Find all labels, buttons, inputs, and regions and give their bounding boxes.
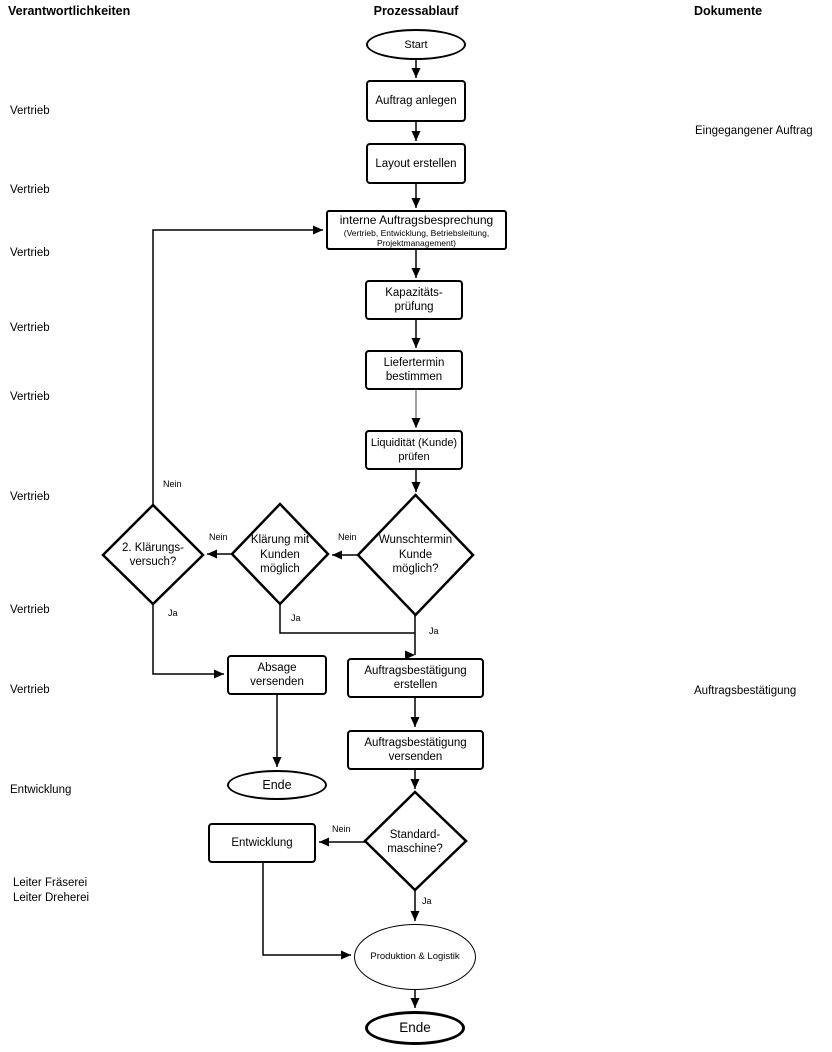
header-responsibilities: Verantwortlichkeiten: [8, 4, 131, 18]
decision-wunschtermin-label: Wunschtermin Kunde möglich?: [378, 534, 453, 576]
node-auftragsbestaetigung-erstellen: Auftragsbestätigung erstellen: [347, 658, 484, 698]
lane-label-leiter-dreherei: Leiter Dreherei: [13, 892, 90, 904]
header-process: Prozessablauf: [373, 4, 459, 18]
decision-klaerung-label: Klärung mit Kunden möglich: [250, 534, 310, 576]
lane-label-vertrieb-7: Vertrieb: [10, 604, 50, 616]
edge-feedback-to-meeting: [152, 225, 323, 505]
node-ende-bottom-terminator: Ende: [365, 1011, 465, 1045]
lane-label-vertrieb-4: Vertrieb: [10, 322, 50, 334]
edge-label-nein-klaerung: Nein: [209, 532, 228, 542]
edge-label-nein-feedback: Nein: [163, 479, 182, 489]
node-produktion-logistik-terminator: Produktion & Logistik: [354, 924, 476, 990]
edge-label-ja-versuch: Ja: [168, 608, 178, 618]
edge-label-ja-standard: Ja: [422, 896, 432, 906]
document-label-auftragsbestaetigung: Auftragsbestätigung: [694, 685, 797, 697]
node-start-terminator: Start: [366, 29, 466, 60]
edge-label-nein-wunschtermin: Nein: [338, 532, 357, 542]
node-ende-left-terminator: Ende: [227, 770, 327, 800]
decision-standardmaschine-label: Standard- maschine?: [387, 828, 443, 856]
decision-zweiter-versuch-shape: [101, 503, 205, 606]
lane-label-vertrieb-5: Vertrieb: [10, 391, 50, 403]
lane-label-vertrieb-3: Vertrieb: [10, 247, 50, 259]
lane-label-leiter-fraeserei: Leiter Fräserei: [13, 877, 88, 889]
lane-label-entwicklung: Entwicklung: [10, 784, 72, 796]
edge-label-ja-klaerung: Ja: [291, 613, 301, 623]
interne-auftragsbesprechung-title: interne Auftragsbesprechung: [339, 212, 494, 227]
decision-klaerung-shape: [230, 502, 330, 606]
edge-label-ja-wunschtermin: Ja: [429, 626, 439, 636]
lane-label-vertrieb-8: Vertrieb: [10, 684, 50, 696]
header-documents: Dokumente: [694, 4, 763, 18]
edge-versuch-ja-to-absage: [152, 604, 224, 679]
edge-klaerung-ja-merge: [279, 604, 415, 634]
node-auftragsbestaetigung-versenden: Auftragsbestätigung versenden: [347, 730, 484, 770]
node-auftrag-anlegen: Auftrag anlegen: [366, 80, 466, 122]
node-absage-versenden: Absage versenden: [227, 655, 327, 695]
node-liefertermin-bestimmen: Liefertermin bestimmen: [365, 350, 463, 390]
node-interne-auftragsbesprechung: interne Auftragsbesprechung (Vertrieb, E…: [326, 210, 507, 250]
lane-label-vertrieb-6: Vertrieb: [10, 491, 50, 503]
lane-label-vertrieb-2: Vertrieb: [10, 184, 50, 196]
node-entwicklung: Entwicklung: [208, 823, 316, 863]
decision-wunschtermin-shape: [356, 493, 475, 617]
node-kapazitaetspruefung: Kapazitäts- prüfung: [365, 280, 463, 320]
decision-zweiter-versuch-label: 2. Klärungs- versuch?: [121, 541, 184, 569]
node-liquiditaet-pruefen: Liquidität (Kunde) prüfen: [365, 430, 463, 470]
node-layout-erstellen: Layout erstellen: [366, 143, 466, 184]
lane-label-vertrieb-1: Vertrieb: [10, 105, 50, 117]
interne-auftragsbesprechung-participants: (Vertrieb, Entwicklung, Betriebsleitung,…: [343, 227, 490, 248]
decision-standardmaschine-shape: [363, 790, 468, 892]
document-label-eingegangener-auftrag: Eingegangener Auftrag: [695, 125, 813, 137]
edge-entwicklung-to-produktion: [262, 863, 351, 960]
edge-label-nein-standard: Nein: [332, 824, 351, 834]
